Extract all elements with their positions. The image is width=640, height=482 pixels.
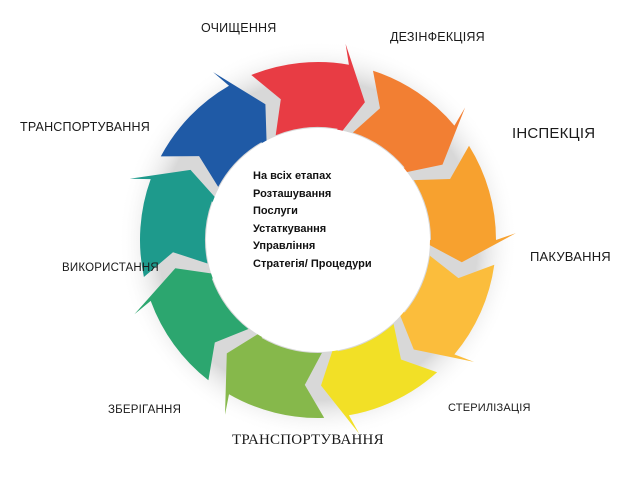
arrow-segment-2 xyxy=(413,145,516,263)
center-line-1: Розташування xyxy=(253,187,332,200)
label-disinfection: ДЕЗІНФЕКЦІЯЯ xyxy=(390,30,485,44)
arrow-segment-1 xyxy=(352,70,466,176)
arrow-segment-0 xyxy=(251,43,365,145)
label-transport-left: ТРАНСПОРТУВАННЯ xyxy=(20,120,150,134)
arrow-segment-4 xyxy=(321,324,438,434)
center-line-4: Управління xyxy=(253,240,316,253)
center-text: На всіх етапах Розташування Послуги Уста… xyxy=(253,168,413,274)
arrow-segment-3 xyxy=(393,255,495,362)
label-sterilization: СТЕРИЛІЗАЦІЯ xyxy=(448,402,531,414)
label-cleaning: ОЧИЩЕННЯ xyxy=(201,21,277,35)
label-transport-bottom: ТРАНСПОРТУВАННЯ xyxy=(232,432,384,448)
inner-disc xyxy=(206,128,430,352)
arrow-segment-8 xyxy=(160,72,268,187)
arrow-ring xyxy=(129,43,516,434)
arrow-segment-7 xyxy=(129,169,227,277)
label-inspection: ІНСПЕКЦІЯ xyxy=(512,125,596,142)
label-usage: ВИКОРИСТАННЯ xyxy=(62,262,159,274)
arrow-segment-6 xyxy=(134,268,249,381)
center-line-2: Послуги xyxy=(253,205,298,218)
label-storage: ЗБЕРІГАННЯ xyxy=(108,404,182,416)
center-line-5: Стратегія/ Процедури xyxy=(253,257,372,270)
center-line-3: Устаткування xyxy=(253,222,327,235)
label-packing: ПАКУВАННЯ xyxy=(530,249,611,264)
center-line-0: На всіх етапах xyxy=(253,170,332,182)
arrow-segment-5 xyxy=(225,324,325,419)
